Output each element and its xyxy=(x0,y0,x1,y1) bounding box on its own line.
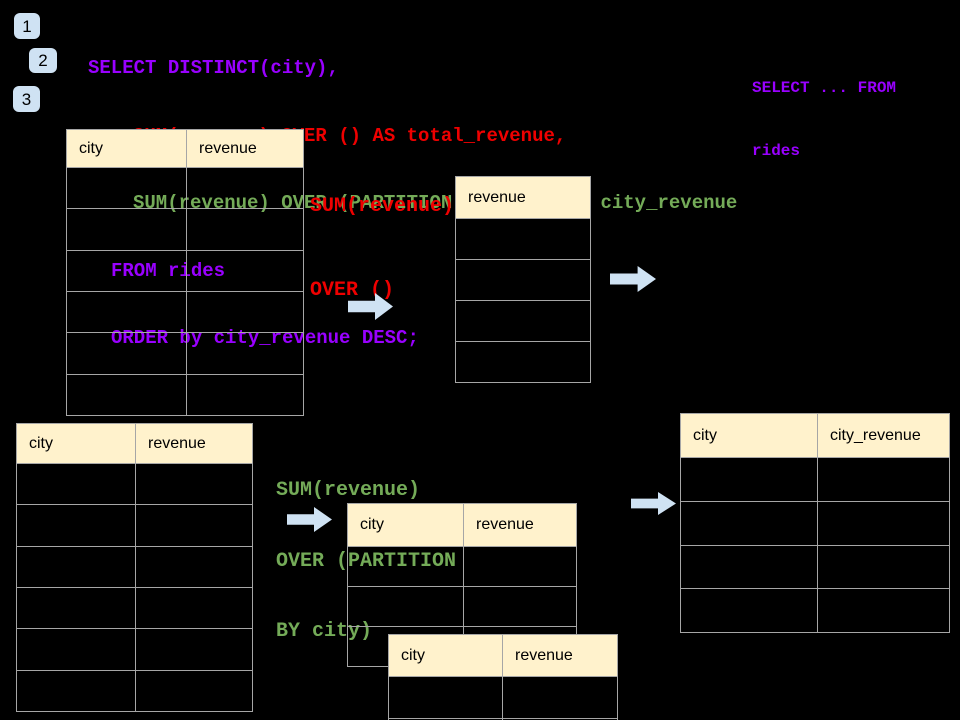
table-cell xyxy=(502,676,617,718)
table-cell xyxy=(16,628,135,670)
table-cell xyxy=(817,544,949,589)
table-cell xyxy=(455,218,590,259)
table-cell xyxy=(463,586,576,626)
table-cell xyxy=(66,167,186,209)
column-header-revenue: revenue xyxy=(455,176,590,218)
side-note-line: SELECT ... FROM xyxy=(752,79,897,97)
table-cell xyxy=(16,463,135,505)
column-header-city: city xyxy=(680,413,817,457)
table-cell xyxy=(135,669,252,711)
table-cell xyxy=(388,718,502,720)
table-cell xyxy=(135,545,252,587)
table-cell xyxy=(66,290,186,333)
column-header-city: city xyxy=(66,129,186,167)
table-total-revenue: revenue xyxy=(455,176,591,383)
table-cell xyxy=(135,463,252,505)
step-badge-2: 2 xyxy=(29,48,57,73)
table-cell xyxy=(135,504,252,546)
table-cell xyxy=(186,290,303,333)
table-cell xyxy=(817,457,949,501)
table-cell xyxy=(502,718,617,720)
side-note-line: rides xyxy=(752,142,801,160)
label-line: SUM(revenue) xyxy=(276,479,421,502)
table-cell xyxy=(186,249,303,291)
table-cell xyxy=(817,588,949,632)
table-cell xyxy=(135,586,252,629)
label-line: SUM(revenue) xyxy=(310,195,455,218)
label-line: OVER (PARTITION xyxy=(276,549,457,573)
table-cell xyxy=(186,208,303,250)
column-header-revenue: revenue xyxy=(502,634,617,676)
table-cell xyxy=(186,167,303,209)
flow-arrow-right-icon xyxy=(631,492,676,515)
table-cell xyxy=(680,457,817,501)
column-header-revenue: revenue xyxy=(135,423,252,463)
table-cell xyxy=(66,249,186,291)
step-badge-1: 1 xyxy=(14,13,40,39)
table-partition-front: city revenue xyxy=(388,634,618,720)
flow-arrow-right-icon xyxy=(610,266,656,292)
table-cell xyxy=(388,676,502,718)
table-cell xyxy=(135,628,252,670)
code-line-from: FROM rides xyxy=(111,259,226,282)
side-note-select-from-rides: SELECT ... FROM rides xyxy=(752,36,896,204)
code-line-select: SELECT DISTINCT(city), xyxy=(88,57,339,79)
column-header-city: city xyxy=(347,503,463,546)
column-header-city-revenue: city_revenue xyxy=(817,413,949,457)
table-cell xyxy=(66,373,186,415)
table-rides-source-bottom: city revenue xyxy=(16,423,253,712)
table-cell xyxy=(680,500,817,545)
column-header-revenue: revenue xyxy=(186,129,303,167)
step-badge-3: 3 xyxy=(13,86,40,112)
label-sum-over-total: SUM(revenue) OVER () xyxy=(310,137,454,361)
table-result-city-revenue: city city_revenue xyxy=(680,413,950,633)
table-cell xyxy=(16,586,135,629)
table-cell xyxy=(66,332,186,374)
column-header-revenue: revenue xyxy=(463,503,576,546)
column-header-city: city xyxy=(16,423,135,463)
table-rides-source-top: city revenue xyxy=(66,129,304,416)
flow-arrow-right-icon xyxy=(348,293,393,320)
table-cell xyxy=(347,626,463,666)
table-cell xyxy=(16,545,135,587)
table-cell xyxy=(817,500,949,545)
label-line: BY city) xyxy=(276,620,373,643)
table-cell xyxy=(680,588,817,632)
table-cell xyxy=(347,586,463,626)
table-cell xyxy=(680,544,817,589)
table-cell xyxy=(16,504,135,546)
flow-arrow-right-icon xyxy=(287,507,332,532)
table-cell xyxy=(347,546,463,586)
table-cell xyxy=(66,208,186,250)
table-cell xyxy=(186,373,303,415)
table-cell xyxy=(455,259,590,300)
label-sum-over-partition: SUM(revenue) OVER (PARTITION BY city) xyxy=(276,432,456,691)
table-cell xyxy=(16,669,135,711)
table-cell xyxy=(455,341,590,382)
table-cell xyxy=(463,546,576,586)
table-cell xyxy=(455,300,590,341)
column-header-city: city xyxy=(388,634,502,676)
table-cell xyxy=(186,332,303,374)
